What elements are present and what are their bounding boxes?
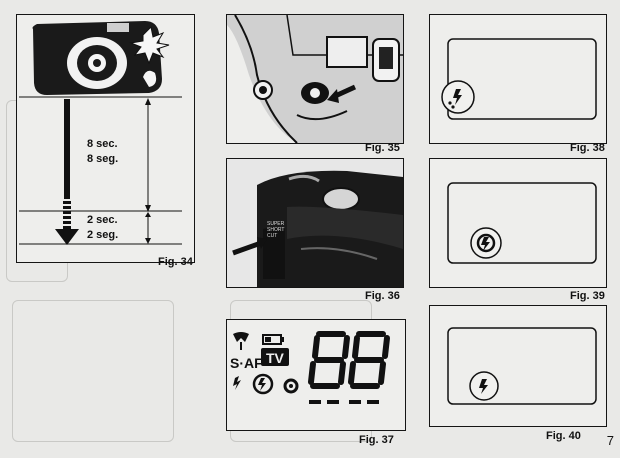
figure-36-shutter-button-illustration: SUPER SHORT CUT Fig. 36 xyxy=(215,155,415,305)
figure-39-flash-off-display: Fig. 39 xyxy=(420,155,620,305)
s-af-indicator: S·AF xyxy=(230,355,263,371)
flash-icon xyxy=(233,376,241,390)
lcd-outline xyxy=(447,327,597,405)
flash-off-icon xyxy=(252,373,274,395)
figure-35-viewfinder-illustration: Fig. 35 xyxy=(215,0,415,160)
svg-text:CUT: CUT xyxy=(267,233,277,239)
lcd-frame: TV S·AF 88 xyxy=(226,319,406,431)
figure-38-flash-ready-display: Fig. 38 xyxy=(420,0,620,160)
camera-front-icon xyxy=(32,21,170,95)
figure-35-frame xyxy=(226,14,404,144)
figure-39-frame xyxy=(429,158,607,288)
camera-top-view: SUPER SHORT CUT xyxy=(227,159,403,287)
tv-badge xyxy=(261,348,289,366)
lcd-outline xyxy=(447,38,597,120)
lcd-segments: TV S·AF 88 xyxy=(227,320,390,404)
figure-36-caption: Fig. 36 xyxy=(365,290,400,302)
figure-36-frame: SUPER SHORT CUT xyxy=(226,158,404,288)
short-delay-label-en: 2 sec. xyxy=(87,214,118,226)
long-delay-label-es: 8 seg. xyxy=(87,153,119,165)
short-delay-label-es: 2 seg. xyxy=(87,229,119,241)
camera-back-view xyxy=(227,15,403,143)
macro-tulip-icon xyxy=(233,332,249,350)
figure-40-caption: Fig. 40 xyxy=(546,430,581,442)
figure-37-lcd-panel: TV S·AF 88 xyxy=(215,310,420,458)
figure-40-frame xyxy=(429,305,607,427)
long-delay-label-en: 8 sec. xyxy=(87,138,118,150)
svg-text:SHORT: SHORT xyxy=(267,227,284,233)
frame-counter-digits xyxy=(308,331,390,389)
figure-34-frame: 8 sec. 8 seg. 2 sec. 2 seg. xyxy=(16,14,195,263)
lcd-outline xyxy=(447,182,597,264)
figure-37-caption: Fig. 37 xyxy=(359,434,394,446)
bleed-through-artifact xyxy=(12,300,174,442)
figure-40-flash-on-display: Fig. 40 xyxy=(420,298,620,458)
page-number: 7 xyxy=(606,433,614,448)
figure-38-frame xyxy=(429,14,607,144)
figure-35-caption: Fig. 35 xyxy=(365,142,400,154)
figure-38-caption: Fig. 38 xyxy=(570,142,605,154)
self-timer-timing-chart xyxy=(19,21,182,245)
figure-39-caption: Fig. 39 xyxy=(570,290,605,302)
figure-34-caption: Fig. 34 xyxy=(158,256,193,268)
super-short-cut-label: SUPER xyxy=(267,221,285,227)
self-timer-icon xyxy=(283,378,299,394)
svg-text:TV: TV xyxy=(266,350,285,366)
figure-34-self-timer-diagram: 8 sec. 8 seg. 2 sec. 2 seg. Fig. 34 xyxy=(0,0,205,270)
digits-value: 88 xyxy=(227,320,229,321)
